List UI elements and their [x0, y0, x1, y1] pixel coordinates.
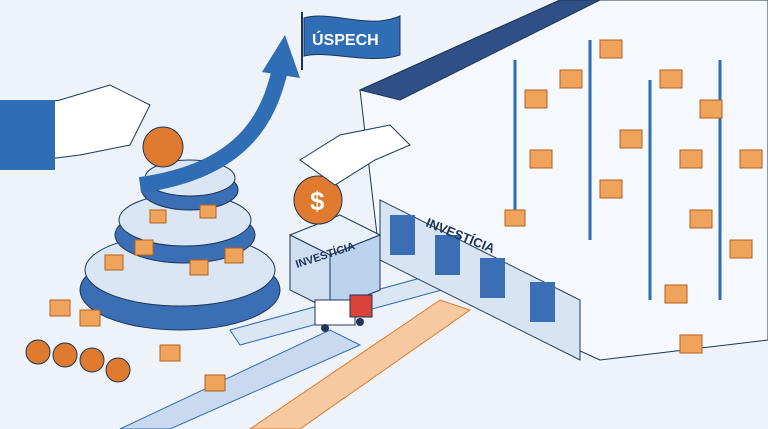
sleeve [0, 100, 55, 170]
coin-icon [293, 175, 343, 225]
warehouse: INVESTÍCIA [358, 0, 768, 361]
svg-text:$: $ [310, 186, 325, 216]
coin-icon [142, 126, 184, 168]
arrow-head [262, 35, 300, 78]
truck [314, 294, 373, 332]
growth-arrow [138, 68, 288, 193]
orange-path [249, 299, 472, 429]
flag-text: ÚSPECH [312, 30, 379, 49]
investment-box: INVESTÍCIA $ [288, 124, 411, 311]
arrow-path [119, 329, 362, 429]
hand-right [299, 124, 411, 186]
success-flag: ÚSPECH [301, 12, 401, 70]
coin-tower [0, 84, 281, 392]
